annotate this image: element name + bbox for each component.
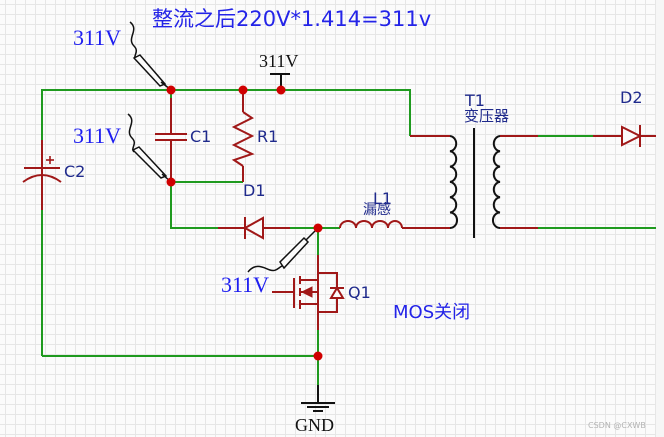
junctions	[166, 85, 323, 361]
capacitor-c2[interactable]	[22, 156, 62, 183]
junction-dot	[166, 177, 176, 187]
wire-top-rail[interactable]	[41, 89, 411, 140]
junction-dot	[313, 351, 323, 361]
probe-mos-icon[interactable]	[247, 227, 319, 273]
probe-mos-label: 311V	[221, 272, 270, 297]
probe-top-icon[interactable]	[129, 21, 172, 91]
watermark: CSDN @CXWB	[588, 421, 646, 430]
capacitor-c1[interactable]	[155, 133, 187, 141]
c2-ref: C2	[64, 162, 86, 181]
c1-ref: C1	[190, 127, 212, 146]
title-note: 整流之后220V*1.414=311v	[152, 7, 432, 31]
ground-icon	[301, 385, 335, 412]
probe-top-label: 311V	[73, 25, 122, 50]
junction-dot	[238, 85, 248, 95]
t1-value: 变压器	[464, 107, 510, 125]
q1-ref: Q1	[348, 283, 371, 302]
wires	[41, 89, 656, 385]
canvas-edge	[656, 0, 664, 437]
junction-dot	[313, 223, 323, 233]
wire-d1-left[interactable]	[170, 182, 218, 229]
l1-ref: L1	[373, 189, 393, 208]
d2-ref: D2	[620, 88, 643, 107]
r1-ref: R1	[257, 127, 279, 146]
net-label-311v: 311V	[259, 51, 299, 71]
transformer-t1[interactable]	[449, 128, 501, 238]
diode-d2[interactable]	[621, 125, 643, 147]
probe-mid-icon[interactable]	[127, 113, 172, 183]
resistor-r1[interactable]	[231, 111, 255, 167]
junction-dot	[276, 85, 286, 95]
t1-ref: T1	[465, 91, 485, 110]
mosfet-q1[interactable]	[272, 255, 345, 330]
probe-mid-label: 311V	[73, 123, 122, 148]
diode-d1[interactable]	[242, 216, 264, 240]
net-label-gnd: GND	[295, 415, 334, 435]
inductor-l1[interactable]	[339, 220, 403, 229]
mos-state-annotation: MOS关闭	[393, 302, 471, 323]
d1-ref: D1	[243, 181, 266, 200]
l1-value: 漏感	[363, 202, 391, 218]
junction-dot	[166, 85, 176, 95]
